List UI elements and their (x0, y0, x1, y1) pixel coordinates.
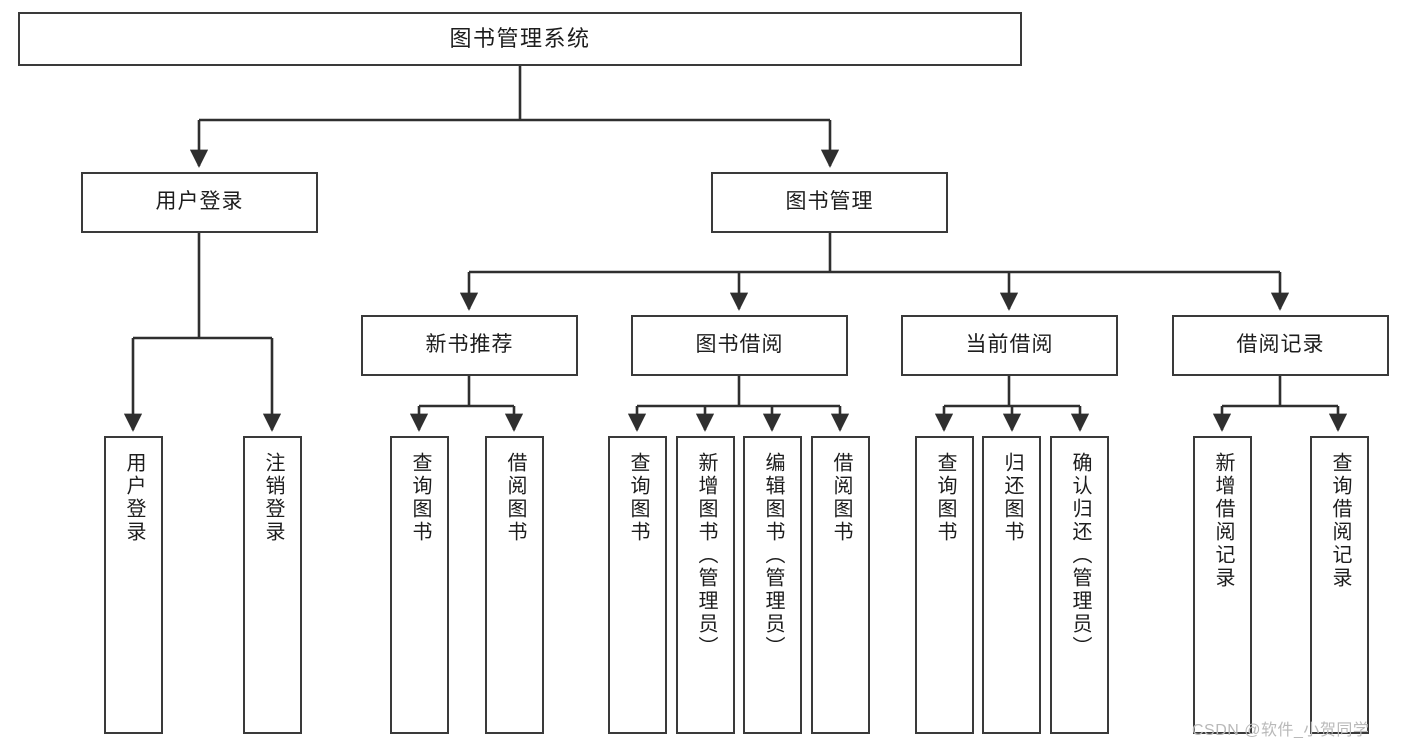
leaf-book-borrow-add-book-admin[interactable]: 新增图书（管理员） (676, 436, 735, 734)
node-root-book-management-system[interactable]: 图书管理系统 (18, 12, 1022, 66)
leaf-current-borrow-confirm-return-admin[interactable]: 确认归还（管理员） (1050, 436, 1109, 734)
node-label: 归还图书 (1001, 452, 1023, 544)
leaf-book-borrow-borrow-book[interactable]: 借阅图书 (811, 436, 870, 734)
leaf-borrow-record-add-record[interactable]: 新增借阅记录 (1193, 436, 1252, 734)
node-user-login[interactable]: 用户登录 (81, 172, 318, 233)
leaf-current-borrow-query-book[interactable]: 查询图书 (915, 436, 974, 734)
node-label: 查询借阅记录 (1329, 452, 1351, 590)
leaf-current-borrow-return-book[interactable]: 归还图书 (982, 436, 1041, 734)
node-label: 新书推荐 (425, 333, 514, 357)
leaf-book-borrow-edit-book-admin[interactable]: 编辑图书（管理员） (743, 436, 802, 734)
node-label: 新增借阅记录 (1212, 452, 1234, 590)
leaf-user-login-logout[interactable]: 注销登录 (243, 436, 302, 734)
node-new-book-recommend[interactable]: 新书推荐 (361, 315, 578, 376)
node-label: 图书管理 (785, 190, 874, 214)
leaf-new-book-query-book[interactable]: 查询图书 (390, 436, 449, 734)
node-label: 图书借阅 (695, 333, 784, 357)
node-label: 借阅图书 (830, 452, 852, 544)
node-label: 用户登录 (123, 452, 145, 544)
leaf-book-borrow-query-book[interactable]: 查询图书 (608, 436, 667, 734)
node-label: 图书管理系统 (449, 26, 591, 52)
leaf-borrow-record-query-record[interactable]: 查询借阅记录 (1310, 436, 1369, 734)
node-label: 查询图书 (627, 452, 649, 544)
node-book-borrow[interactable]: 图书借阅 (631, 315, 848, 376)
node-label: 查询图书 (934, 452, 956, 544)
leaf-user-login-login[interactable]: 用户登录 (104, 436, 163, 734)
node-current-borrow[interactable]: 当前借阅 (901, 315, 1118, 376)
node-label: 查询图书 (409, 452, 431, 544)
node-label: 确认归还（管理员） (1069, 452, 1091, 659)
node-label: 借阅图书 (504, 452, 526, 544)
node-label: 注销登录 (262, 452, 284, 544)
node-label: 借阅记录 (1236, 333, 1325, 357)
node-label: 编辑图书（管理员） (762, 452, 784, 659)
node-label: 新增图书（管理员） (695, 452, 717, 659)
node-book-management[interactable]: 图书管理 (711, 172, 948, 233)
leaf-new-book-borrow-book[interactable]: 借阅图书 (485, 436, 544, 734)
csdn-watermark: CSDN @软件_小贺同学 (1192, 722, 1370, 739)
node-label: 当前借阅 (965, 333, 1054, 357)
node-label: 用户登录 (155, 190, 244, 214)
node-borrow-record[interactable]: 借阅记录 (1172, 315, 1389, 376)
